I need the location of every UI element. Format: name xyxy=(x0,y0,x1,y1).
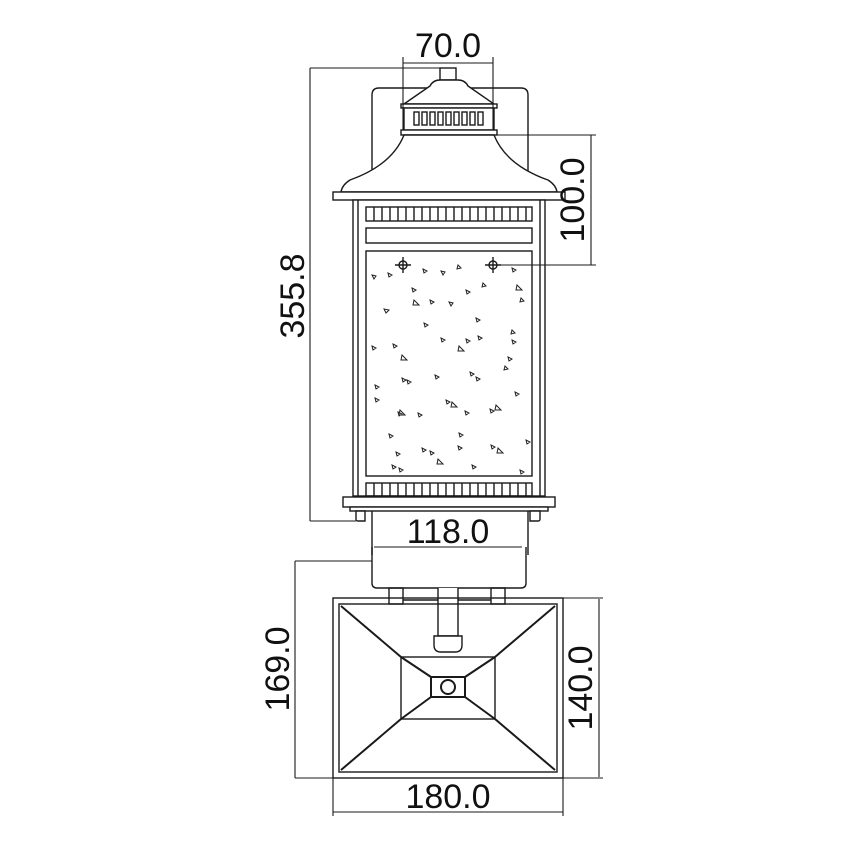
dim-width: 180.0 xyxy=(405,778,490,816)
center-stem xyxy=(437,588,459,637)
base-lip xyxy=(349,506,549,512)
foot-left xyxy=(355,510,366,522)
arm-left xyxy=(388,587,404,605)
lower-vent-band xyxy=(365,482,533,497)
roof-rim xyxy=(332,191,566,201)
cap-vents xyxy=(413,111,484,126)
top-view-lantern xyxy=(332,547,564,779)
glass-bubbles xyxy=(371,264,531,475)
finial-top xyxy=(430,676,466,698)
roof-inner-square xyxy=(338,603,558,773)
cap-base xyxy=(400,129,498,136)
main-roof xyxy=(340,134,558,193)
dim-fixing-height: 100.0 xyxy=(554,157,592,242)
front-view-lantern xyxy=(332,67,566,555)
finial xyxy=(439,67,457,81)
cap-square xyxy=(400,656,496,720)
roof-hips xyxy=(340,605,556,771)
front-view-dimensions: 70.0 355.8 100.0 118.0 xyxy=(274,27,596,551)
upper-plate xyxy=(365,227,533,244)
top-view-dimensions: 169.0 140.0 180.0 xyxy=(259,560,603,816)
dim-top-width: 70.0 xyxy=(415,27,481,65)
lower-vent-bars xyxy=(373,483,527,496)
lantern-body xyxy=(352,199,546,497)
dim-depth: 140.0 xyxy=(562,645,600,730)
roof-outer-square xyxy=(332,597,564,779)
dim-backplate-width: 118.0 xyxy=(407,513,490,551)
finial-knob xyxy=(440,679,456,695)
foot-right xyxy=(529,510,541,522)
upper-vent-bars xyxy=(373,207,527,221)
dim-overall-height: 355.8 xyxy=(274,253,312,338)
arm-right xyxy=(490,587,506,605)
base-plate xyxy=(342,496,556,508)
seeded-glass-panel xyxy=(365,250,533,477)
top-backplate xyxy=(371,547,527,589)
upper-vent-band xyxy=(365,206,533,222)
stem-knuckle xyxy=(433,635,463,653)
cap-roof xyxy=(401,79,497,105)
dim-projection: 169.0 xyxy=(259,626,297,711)
